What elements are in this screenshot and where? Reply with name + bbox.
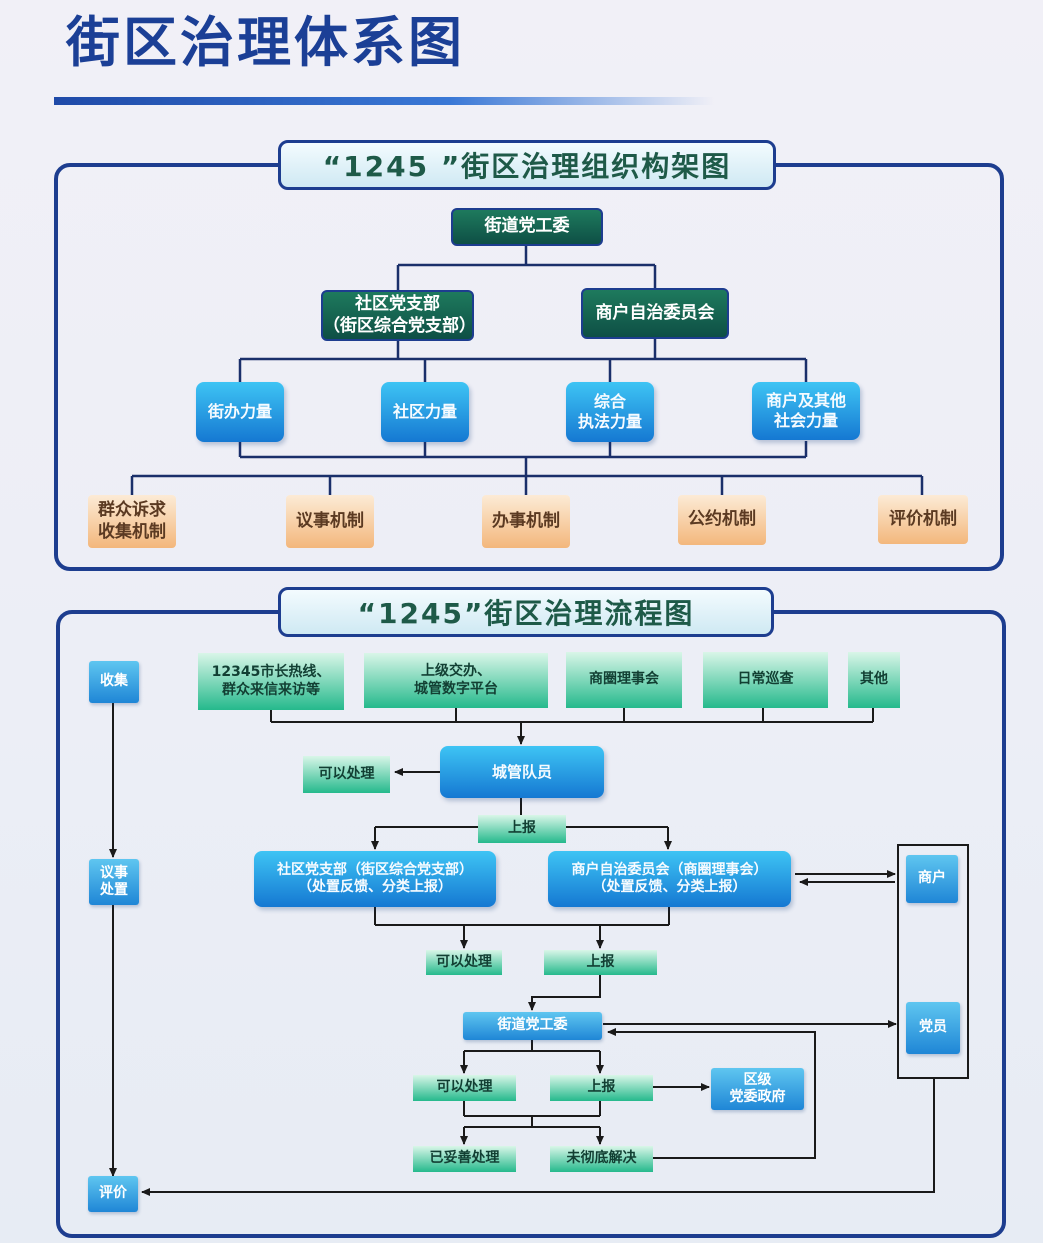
merchant: 商户 <box>906 855 958 903</box>
resolved: 已妥善处理 <box>413 1146 516 1172</box>
mechanism-evaluation: 评价机制 <box>878 495 968 544</box>
street-party-committee: 街道党工委 <box>463 1012 602 1040</box>
org-merchant-committee: 商户自治委员会 <box>581 288 729 339</box>
source-business-council: 商圈理事会 <box>566 652 682 708</box>
city-officer: 城管队员 <box>440 746 604 798</box>
force-street-office: 街办力量 <box>196 382 284 442</box>
stage-collect: 收集 <box>89 661 139 703</box>
party-member: 党员 <box>906 1002 960 1054</box>
report-1: 上报 <box>478 815 566 843</box>
unresolved: 未彻底解决 <box>550 1146 653 1172</box>
mechanism-appeal-collection: 群众诉求 收集机制 <box>88 495 176 548</box>
force-community: 社区力量 <box>381 382 469 442</box>
can-handle-3: 可以处理 <box>413 1075 516 1101</box>
source-superior-digital: 上级交办、 城管数字平台 <box>364 653 548 708</box>
source-other: 其他 <box>848 652 900 708</box>
stage-deliberate-handle: 议事 处置 <box>89 859 139 905</box>
district-government: 区级 党委政府 <box>711 1068 804 1110</box>
mechanism-deliberation: 议事机制 <box>286 495 374 548</box>
community-branch-handler: 社区党支部（街区综合党支部） （处置反馈、分类上报） <box>254 851 496 907</box>
page-title: 街区治理体系图 <box>66 11 465 74</box>
force-law-enforcement: 综合 执法力量 <box>566 382 654 442</box>
mechanism-convention: 公约机制 <box>678 495 766 545</box>
flow-chart-title: “1245”街区治理流程图 <box>278 587 774 637</box>
can-handle-1: 可以处理 <box>303 756 390 793</box>
title-underline <box>54 97 714 105</box>
merchant-committee-handler: 商户自治委员会（商圈理事会） （处置反馈、分类上报） <box>548 851 791 907</box>
source-hotline: 12345市长热线、 群众来信来访等 <box>198 653 344 710</box>
stage-evaluate: 评价 <box>88 1176 138 1212</box>
force-merchants-social: 商户及其他 社会力量 <box>752 382 860 440</box>
source-daily-patrol: 日常巡查 <box>703 652 828 708</box>
report-3: 上报 <box>550 1075 653 1101</box>
org-party-committee: 街道党工委 <box>451 208 603 246</box>
mechanism-handling: 办事机制 <box>482 495 570 548</box>
org-community-branch: 社区党支部 （街区综合党支部） <box>321 290 476 341</box>
report-2: 上报 <box>544 950 657 975</box>
org-chart-title: “1245 ”街区治理组织构架图 <box>278 140 776 190</box>
can-handle-2: 可以处理 <box>426 950 502 975</box>
